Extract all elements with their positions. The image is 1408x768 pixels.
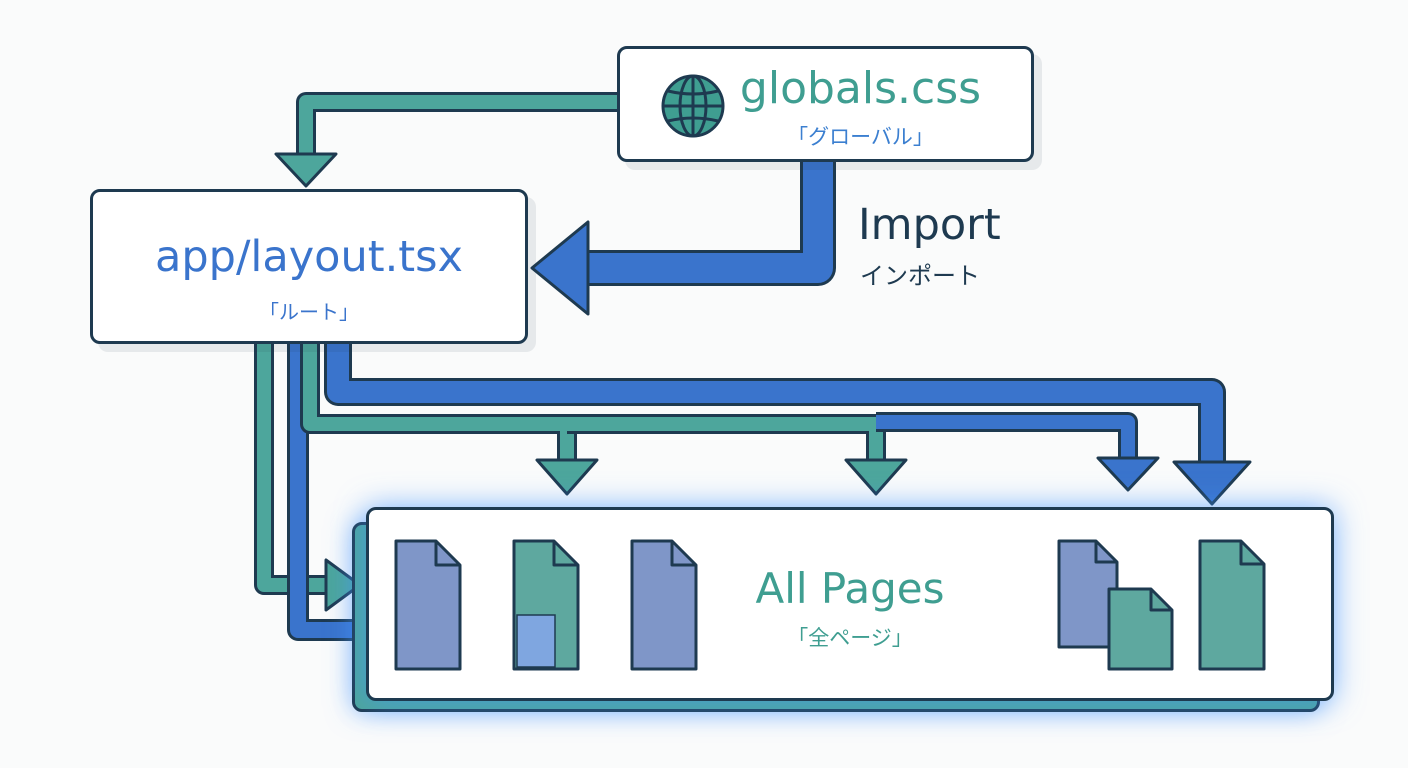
globals-subtitle: 「グローバル」 bbox=[787, 125, 934, 149]
edge-globals-to-layout-teal bbox=[274, 92, 617, 188]
pages-subtitle: 「全ページ」 bbox=[787, 626, 913, 650]
layout-subtitle: 「ルート」 bbox=[259, 300, 359, 324]
import-label: Import bbox=[858, 200, 1001, 250]
globals-title: globals.css bbox=[739, 63, 982, 114]
document-icon bbox=[394, 539, 462, 671]
edge-layout-to-pages-blue bbox=[324, 344, 1252, 506]
page-icons bbox=[394, 539, 1266, 671]
globals-css-node: globals.css 「グローバル」 bbox=[617, 46, 1034, 162]
all-pages-node: All Pages 「全ページ」 bbox=[366, 507, 1334, 701]
document-icon bbox=[512, 539, 580, 671]
pages-title: All Pages bbox=[755, 564, 945, 613]
edge-globals-to-layout-import bbox=[530, 162, 836, 316]
globe-icon bbox=[661, 74, 725, 138]
edge-layout-to-pages-teal bbox=[300, 344, 908, 496]
layout-title: app/layout.tsx bbox=[155, 232, 463, 282]
document-icon bbox=[630, 539, 698, 671]
import-sublabel: インポート bbox=[860, 262, 980, 290]
edge-layout-to-pages-left bbox=[254, 344, 362, 641]
layout-tsx-node: app/layout.tsx 「ルート」 bbox=[90, 189, 528, 344]
stacked-documents-icon bbox=[1057, 539, 1174, 671]
document-icon bbox=[1198, 539, 1266, 671]
